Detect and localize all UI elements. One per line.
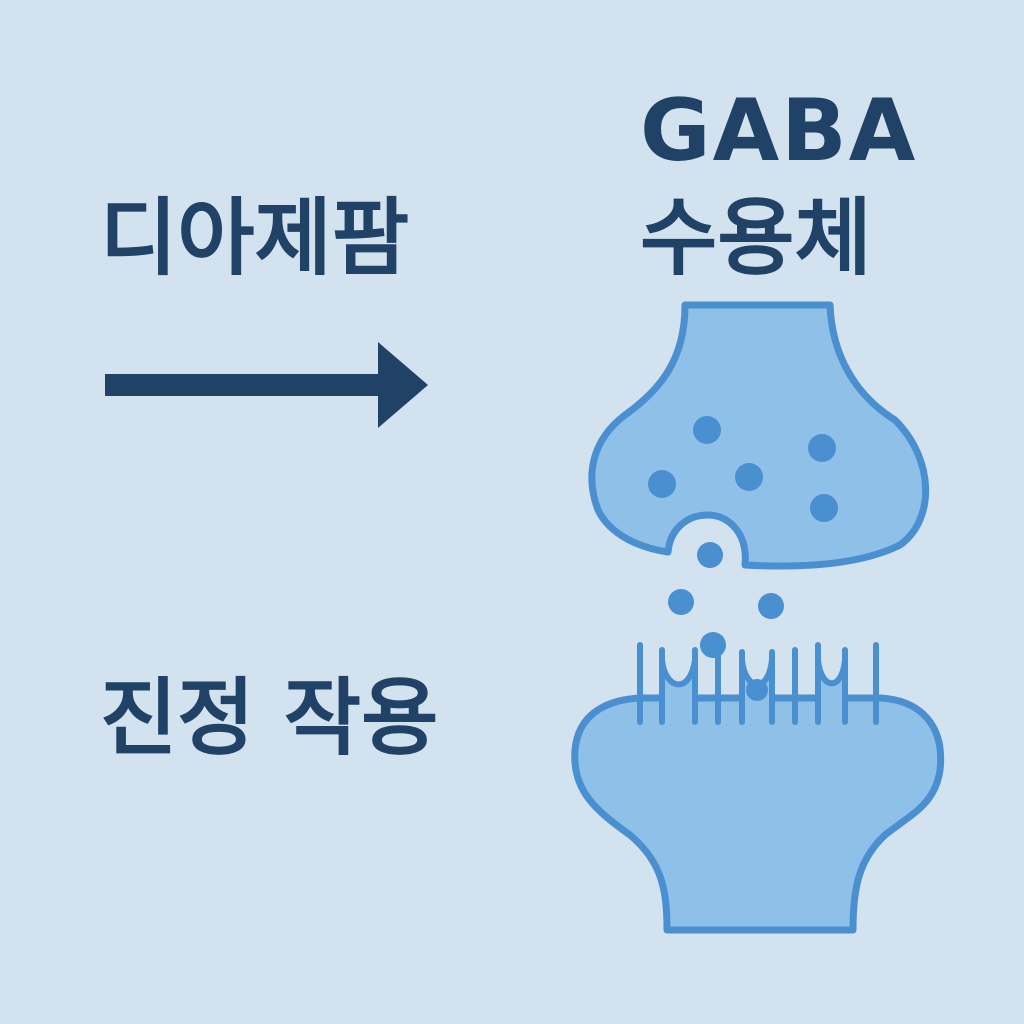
vesicle <box>808 434 836 462</box>
right-arrow-icon <box>105 342 428 428</box>
neurotransmitter <box>668 589 694 615</box>
receptor-label-line1: GABA <box>640 81 918 181</box>
presynaptic-terminal-icon <box>588 301 930 570</box>
receptor <box>659 647 698 725</box>
vesicle <box>810 494 838 522</box>
vesicles <box>648 416 838 522</box>
vesicle <box>648 470 676 498</box>
drug-label: 디아제팜 <box>100 189 410 287</box>
vesicle <box>693 416 721 444</box>
neurotransmitter <box>758 593 784 619</box>
receptor-label-line2: 수용체 <box>640 189 872 287</box>
neurotransmitter <box>697 542 723 568</box>
effect-label: 진정 작용 <box>100 669 439 767</box>
receptor <box>815 642 848 725</box>
vesicle <box>735 463 763 491</box>
neurotransmitter <box>700 632 726 658</box>
postsynaptic-terminal-icon <box>571 694 945 934</box>
bound-ligand <box>746 679 768 701</box>
bound-ligands <box>746 679 768 701</box>
neurotransmitters <box>668 542 784 658</box>
